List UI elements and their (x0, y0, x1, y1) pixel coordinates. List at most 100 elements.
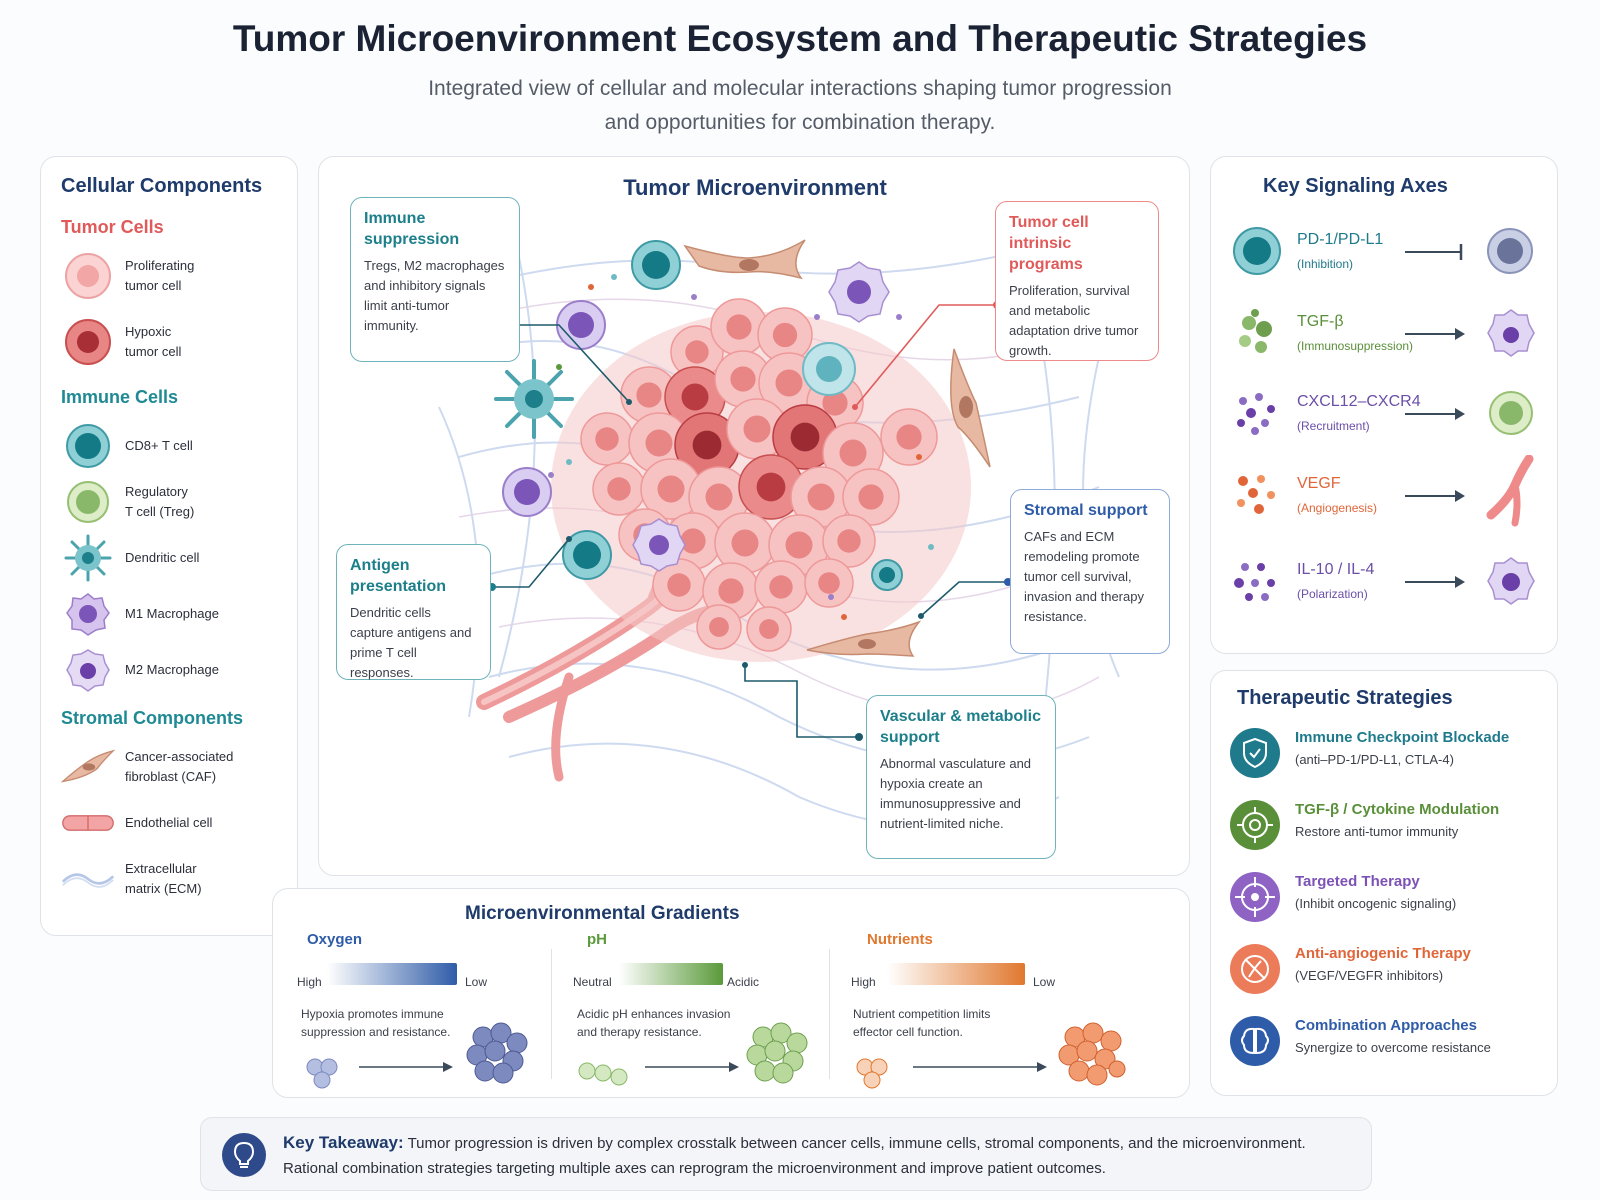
small-cell-cluster-icon (578, 1062, 628, 1086)
arrow-right-icon (359, 1062, 453, 1072)
signaling-axes-title: Key Signaling Axes (1263, 175, 1448, 197)
m2-macrophage (502, 467, 552, 517)
callout-body: Dendritic cells capture antigens and pri… (350, 605, 472, 680)
signaling-axes-panel: Key Signaling Axes PD-1/PD-L1 (Inhibitio… (1210, 156, 1558, 654)
tumor-cells-heading: Tumor Cells (61, 217, 164, 237)
dendritic-cell-icon (64, 534, 112, 582)
ecm-icon (61, 873, 115, 888)
cytokine-dots (548, 274, 934, 620)
subtitle-line-2: and opportunities for combination therap… (604, 111, 996, 134)
small-cell-cluster-icon (856, 1058, 888, 1089)
cellular-components-panel: Cellular Components Tumor Cells Prolifer… (40, 156, 298, 936)
gradient-nutrients: Nutrients High Low Nutrient competition … (829, 889, 1191, 1089)
target-icon (1230, 800, 1280, 850)
treg-cell (802, 342, 856, 396)
gradient-desc: Nutrient competition limits effector cell… (853, 1005, 990, 1041)
ph-gradient-bar (619, 963, 723, 985)
treg-cell-icon (67, 481, 109, 523)
arrow-right-icon (1405, 408, 1465, 420)
cellular-components-title: Cellular Components (61, 175, 263, 197)
key-takeaway-box: Key Takeaway: Tumor progression is drive… (200, 1117, 1372, 1191)
tumor-cell (754, 560, 808, 614)
tumor-cell (664, 366, 726, 428)
legend-cd8-t-cell: CD8+ T cell (61, 419, 291, 473)
strategy-name: Combination Approaches (1295, 1017, 1477, 1034)
axis-effect: (Angiogenesis) (1297, 501, 1378, 515)
tumor-cell (822, 422, 884, 484)
tumor-cell (674, 412, 740, 478)
strategy-desc: (anti–PD-1/PD-L1, CTLA-4) (1295, 752, 1454, 767)
tumor-cell (790, 466, 852, 528)
legend-label: Endothelial cell (125, 815, 213, 830)
arrow-right-icon (645, 1062, 739, 1072)
legend-label: Proliferating (125, 258, 195, 273)
tumor-cell (580, 412, 634, 466)
axis-cxcl12-cxcr4: CXCL12–CXCR4 (Recruitment) (1231, 387, 1541, 457)
callout-title: Tumor cell intrinsic programs (1009, 214, 1089, 273)
axis-tgf-beta: TGF-β (Immunosuppression) (1231, 307, 1541, 377)
tumor-cell (710, 298, 768, 356)
m2-macrophage-icon (66, 649, 110, 692)
callout-title: Vascular & metabolic support (880, 708, 1041, 746)
axis-name: PD-1/PD-L1 (1297, 231, 1384, 248)
gradients-panel: Microenvironmental Gradients Oxygen High… (272, 888, 1190, 1098)
macrophage-icon (1487, 557, 1535, 605)
axis-name: VEGF (1297, 475, 1341, 492)
cd8-t-cell (562, 530, 612, 580)
m1-macrophage-icon (66, 593, 110, 636)
oxygen-gradient-bar (327, 963, 457, 985)
strategy-name: Anti-angiogenic Therapy (1295, 945, 1471, 962)
legend-label: Regulatory (125, 484, 188, 499)
key-takeaway-line-1: Tumor progression is driven by complex c… (407, 1135, 1306, 1152)
callout-tumor-intrinsic: Tumor cell intrinsic programs Proliferat… (995, 201, 1159, 361)
legend-label: tumor cell (125, 278, 182, 293)
gradient-right-label: Low (465, 975, 488, 989)
legend-label: M2 Macrophage (125, 662, 219, 677)
tme-title: Tumor Microenvironment (623, 175, 887, 200)
endothelial-cell-icon (62, 815, 114, 831)
strategy-desc: Restore anti-tumor immunity (1295, 824, 1459, 839)
axis-effect: (Inhibition) (1297, 257, 1354, 271)
legend-m1-macrophage: M1 Macrophage (61, 587, 291, 641)
legend-endothelial-cell: Endothelial cell (61, 796, 291, 850)
crosshair-icon (1230, 872, 1280, 922)
gradient-desc-line: Nutrient competition limits (853, 1007, 991, 1021)
gradient-right-label: Low (1033, 975, 1056, 989)
legend-label: tumor cell (125, 344, 182, 359)
gradient-right-label: Acidic (727, 975, 760, 989)
cytokine-cluster-icon (1239, 309, 1272, 353)
key-takeaway-label: Key Takeaway: (283, 1133, 404, 1152)
gradient-desc-line: and therapy resistance. (577, 1025, 702, 1039)
m2-macrophage (556, 300, 606, 350)
divider (551, 949, 552, 1079)
gradient-name: Nutrients (867, 931, 933, 948)
tumor-cell (804, 558, 854, 608)
axis-pd1-pdl1: PD-1/PD-L1 (Inhibition) (1231, 225, 1541, 295)
strategy-cytokine-modulation: TGF-β / Cytokine Modulation Restore anti… (1229, 799, 1549, 859)
callout-vascular-support: Vascular & metabolic support Abnormal va… (866, 695, 1056, 859)
page-title: Tumor Microenvironment Ecosystem and The… (232, 18, 1368, 59)
gradient-desc-line: effector cell function. (853, 1025, 963, 1039)
vessel-icon (1230, 944, 1280, 994)
tumor-cell (842, 468, 900, 526)
key-takeaway-text: Key Takeaway: Tumor progression is drive… (283, 1130, 1363, 1181)
strategy-name: Targeted Therapy (1295, 873, 1420, 890)
callout-immune-suppression: Immune suppression Tregs, M2 macrophages… (350, 197, 520, 362)
callout-body: CAFs and ECM remodeling promote tumor ce… (1024, 529, 1144, 624)
gradient-left-label: High (851, 975, 876, 989)
page-subtitle: Integrated view of cellular and molecula… (300, 72, 1300, 140)
callout-body: Tregs, M2 macrophages and inhibitory sig… (364, 258, 505, 333)
gradient-ph: pH Neutral Acidic Acidic pH enhances inv… (551, 889, 829, 1089)
legend-label: fibroblast (CAF) (125, 769, 217, 784)
tumor-cell (696, 604, 742, 650)
hypoxic-tumor-cell-icon (65, 319, 111, 365)
arrow-right-icon (1405, 576, 1465, 588)
legend-label: CD8+ T cell (125, 438, 193, 453)
arrow-right-icon (913, 1062, 1047, 1072)
shield-icon (1230, 728, 1280, 778)
cd8-t-cell (871, 559, 903, 591)
tumor-target-cell-icon (1487, 228, 1533, 274)
nutrients-gradient-bar (887, 963, 1025, 985)
